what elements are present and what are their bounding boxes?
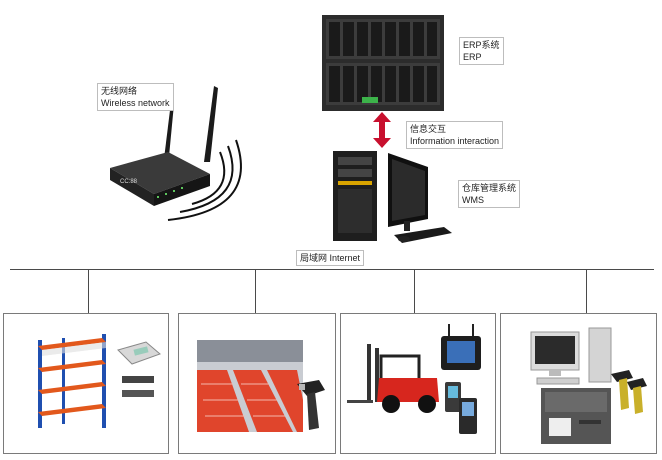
network-bus-line bbox=[10, 269, 654, 270]
lan-label-text: 局域网 Internet bbox=[300, 253, 361, 263]
conveyor-warehouse-icon bbox=[197, 340, 303, 432]
connector-line-3 bbox=[414, 269, 415, 313]
connector-line-4 bbox=[586, 269, 587, 313]
erp-server-icon bbox=[322, 15, 444, 111]
panel-conveyor bbox=[178, 313, 336, 454]
connector-line-1 bbox=[88, 269, 89, 313]
rfid-tag-icon bbox=[122, 376, 154, 397]
wms-label: 仓库管理系统 WMS bbox=[458, 180, 521, 208]
connector-line-2 bbox=[255, 269, 256, 313]
forklift-icon bbox=[347, 344, 439, 413]
scanner-pair-icon bbox=[611, 370, 647, 414]
double-arrow-icon bbox=[373, 112, 391, 148]
interaction-label-en: Information interaction bbox=[410, 136, 500, 146]
vehicle-terminal-icon bbox=[441, 324, 481, 370]
pda-device-icon bbox=[445, 382, 477, 434]
erp-label-cn: ERP系统 bbox=[463, 40, 500, 50]
wireless-label-en: Wireless network bbox=[101, 98, 170, 108]
handheld-scanner-icon bbox=[117, 341, 161, 365]
desktop-computer-icon bbox=[530, 327, 612, 385]
panel-storage-racks bbox=[3, 313, 169, 454]
information-interaction-label: 信息交互 Information interaction bbox=[406, 121, 504, 149]
panel-forklift bbox=[340, 313, 496, 454]
wms-label-en: WMS bbox=[462, 195, 484, 205]
wireless-label-cn: 无线网络 bbox=[101, 86, 138, 96]
panel-office-printer bbox=[500, 313, 657, 454]
lan-internet-label: 局域网 Internet bbox=[296, 250, 365, 266]
wms-label-cn: 仓库管理系统 bbox=[462, 183, 517, 193]
erp-label-en: ERP bbox=[463, 52, 482, 62]
barcode-printer-icon bbox=[541, 388, 611, 444]
wms-workstation-icon bbox=[333, 151, 452, 243]
wireless-network-label: 无线网络 Wireless network bbox=[97, 83, 174, 111]
storage-rack-icon bbox=[38, 334, 106, 428]
wireless-router-icon: CC:88 bbox=[110, 86, 242, 221]
interaction-label-cn: 信息交互 bbox=[410, 124, 447, 134]
router-brand: CC:88 bbox=[120, 179, 138, 185]
erp-system-label: ERP系统 ERP bbox=[459, 37, 504, 65]
barcode-gun-icon bbox=[297, 380, 325, 430]
